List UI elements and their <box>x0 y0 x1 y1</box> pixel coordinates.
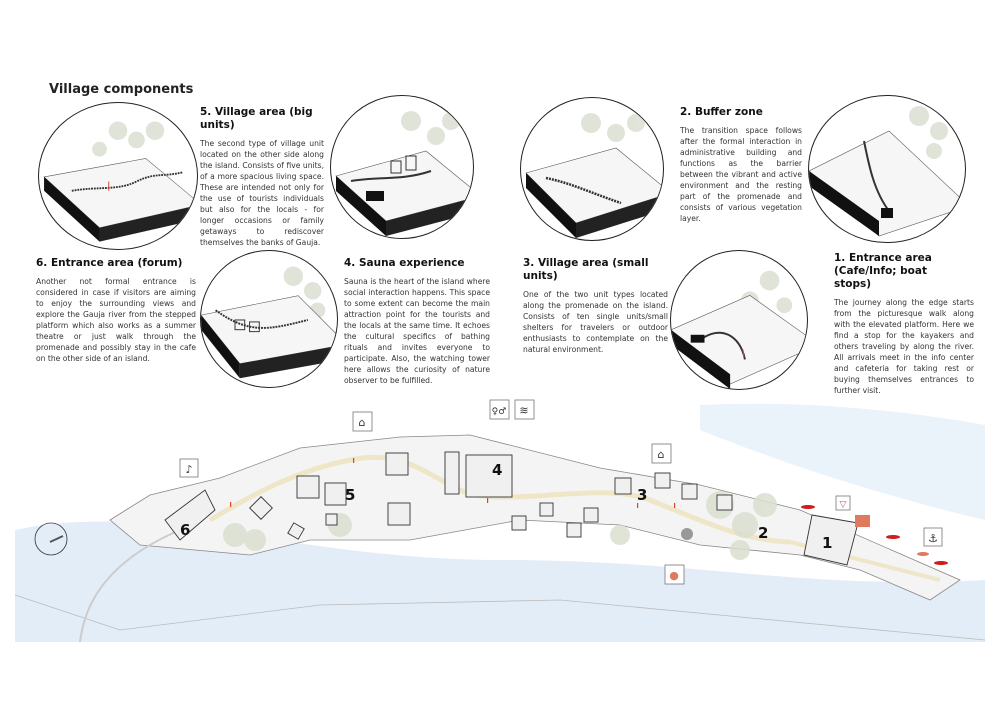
map-label-3: 3 <box>637 486 647 504</box>
axo-sauna <box>330 95 474 239</box>
wine-glass-icon <box>835 495 851 511</box>
map-label-5: 5 <box>345 486 355 504</box>
section-body: Sauna is the heart of the island where s… <box>344 277 490 385</box>
axo-village-small-units <box>520 97 664 241</box>
section-heading: 5. Village area (big units) <box>200 106 313 131</box>
map-label-1: 1 <box>822 534 832 552</box>
section-body: The transition space follows after the f… <box>680 126 802 223</box>
map-labels: 6 5 4 3 2 1 <box>180 461 832 552</box>
axo-buffer-zone <box>670 250 808 390</box>
map-label-6: 6 <box>180 521 190 539</box>
section-buffer-zone: 2. Buffer zone The transition space foll… <box>680 106 802 224</box>
section-heading: 4. Sauna experience <box>344 257 465 269</box>
compass-icon <box>34 522 68 556</box>
svg-text:⌂: ⌂ <box>359 416 366 429</box>
sauna-steam-icon <box>514 399 535 420</box>
site-plan-map: 6 5 4 3 2 1 ♪ ⌂ ♀♂ ≋ ⌂ ● ▽ ⚓ <box>14 399 986 643</box>
section-heading: 6. Entrance area (forum) <box>36 257 183 269</box>
axo-entrance-cafe <box>808 95 966 243</box>
music-note-icon <box>179 458 199 478</box>
svg-text:▽: ▽ <box>840 500 847 510</box>
anchor-icon <box>923 527 943 547</box>
section-body: The second type of village unit located … <box>200 139 324 247</box>
svg-text:●: ● <box>669 569 679 582</box>
balloon-icon <box>664 564 685 585</box>
section-heading: 3. Village area (small units) <box>523 257 649 282</box>
map-label-4: 4 <box>492 461 502 479</box>
svg-text:♀♂: ♀♂ <box>492 407 507 417</box>
island <box>109 434 961 601</box>
section-sauna: 4. Sauna experience Sauna is the heart o… <box>344 257 490 386</box>
svg-text:⌂: ⌂ <box>658 448 665 461</box>
section-body: The journey along the edge starts from t… <box>834 298 974 395</box>
axo-village-big-units <box>38 102 198 250</box>
svg-text:≋: ≋ <box>519 404 528 417</box>
section-village-big-units: 5. Village area (big units) The second t… <box>200 106 324 248</box>
section-heading: 1. Entrance area (Cafe/Info; boat stops) <box>834 252 932 290</box>
section-body: One of the two unit types located along … <box>523 290 668 354</box>
page-title: Village components <box>47 82 196 97</box>
section-heading: 2. Buffer zone <box>680 106 763 118</box>
section-entrance-cafe: 1. Entrance area (Cafe/Info; boat stops)… <box>834 252 974 396</box>
section-entrance-forum: 6. Entrance area (forum) Another not for… <box>36 257 196 364</box>
svg-text:♪: ♪ <box>185 463 192 476</box>
house-icon <box>352 411 373 432</box>
map-label-2: 2 <box>758 524 768 542</box>
axo-entrance-forum <box>200 250 338 388</box>
section-village-small-units: 3. Village area (small units) One of the… <box>523 257 668 355</box>
section-body: Another not formal entrance is considere… <box>36 277 196 363</box>
restroom-icon <box>489 399 510 420</box>
svg-text:⚓: ⚓ <box>928 532 938 545</box>
house-icon <box>651 443 672 464</box>
